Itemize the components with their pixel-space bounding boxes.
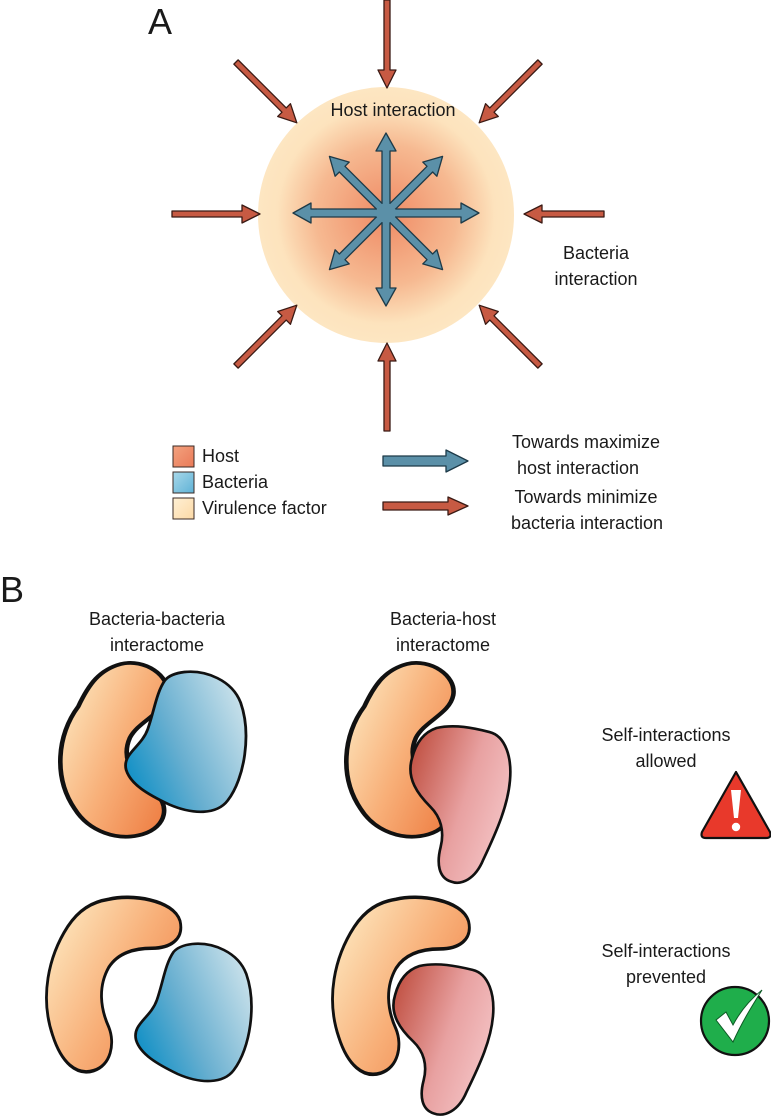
inward-arrow xyxy=(478,304,543,369)
inward-arrow xyxy=(523,204,605,224)
legend-label-bacteria: Bacteria xyxy=(202,472,269,492)
legend-swatch-virulence-factor xyxy=(172,497,195,520)
inward-arrow xyxy=(233,59,298,124)
legend-arrow-maximize xyxy=(382,449,469,473)
legend-swatch-host xyxy=(172,445,195,468)
bacteria-interaction-label-line1: Bacteria xyxy=(563,243,630,263)
warning-icon xyxy=(700,770,771,840)
inward-arrow xyxy=(478,59,543,124)
panel-b-letter: B xyxy=(0,569,24,610)
legend-label-virulence-factor: Virulence factor xyxy=(202,498,327,518)
row-label-prevented-line2: prevented xyxy=(626,967,706,987)
row-label-prevented-line1: Self-interactions xyxy=(601,941,730,961)
bacteria-interaction-label-line2: interaction xyxy=(554,269,637,289)
inward-arrow xyxy=(233,304,298,369)
outward-arrows xyxy=(292,132,480,307)
bacteria-protein xyxy=(134,942,253,1083)
legend: Host Bacteria Virulence factor Towards m… xyxy=(172,432,663,533)
legend-arrow-minimize xyxy=(382,496,469,516)
inward-arrows xyxy=(171,0,605,432)
host-interaction-label: Host interaction xyxy=(330,100,455,120)
column-header-bh-line1: Bacteria-host xyxy=(390,609,496,629)
bb-allowed-complex xyxy=(60,663,248,837)
outward-arrow xyxy=(385,202,480,224)
center-node xyxy=(376,203,396,223)
legend-label-host: Host xyxy=(202,446,239,466)
outward-arrow xyxy=(292,202,387,224)
legend-minimize-line1: Towards minimize xyxy=(514,487,657,507)
inward-arrow xyxy=(171,204,261,224)
column-header-bb-line1: Bacteria-bacteria xyxy=(89,609,226,629)
inward-arrow xyxy=(377,0,397,89)
bh-prevented-complex xyxy=(330,895,495,1116)
column-header-bb-line2: interactome xyxy=(110,635,204,655)
panel-a-letter: A xyxy=(148,1,172,42)
outward-arrow xyxy=(328,155,390,217)
legend-minimize-line2: bacteria interaction xyxy=(511,513,663,533)
legend-swatch-bacteria xyxy=(172,471,195,494)
check-icon xyxy=(699,985,771,1057)
outward-arrow xyxy=(375,212,397,307)
legend-maximize-line1: Towards maximize xyxy=(512,432,660,452)
row-label-allowed-line1: Self-interactions xyxy=(601,725,730,745)
inward-arrow xyxy=(377,342,397,432)
host-protein xyxy=(392,963,495,1116)
bh-allowed-complex xyxy=(346,663,512,885)
row-label-allowed-line2: allowed xyxy=(635,751,696,771)
legend-maximize-line2: host interaction xyxy=(517,458,639,478)
column-header-bh-line2: interactome xyxy=(396,635,490,655)
bb-prevented-complex xyxy=(44,895,253,1083)
